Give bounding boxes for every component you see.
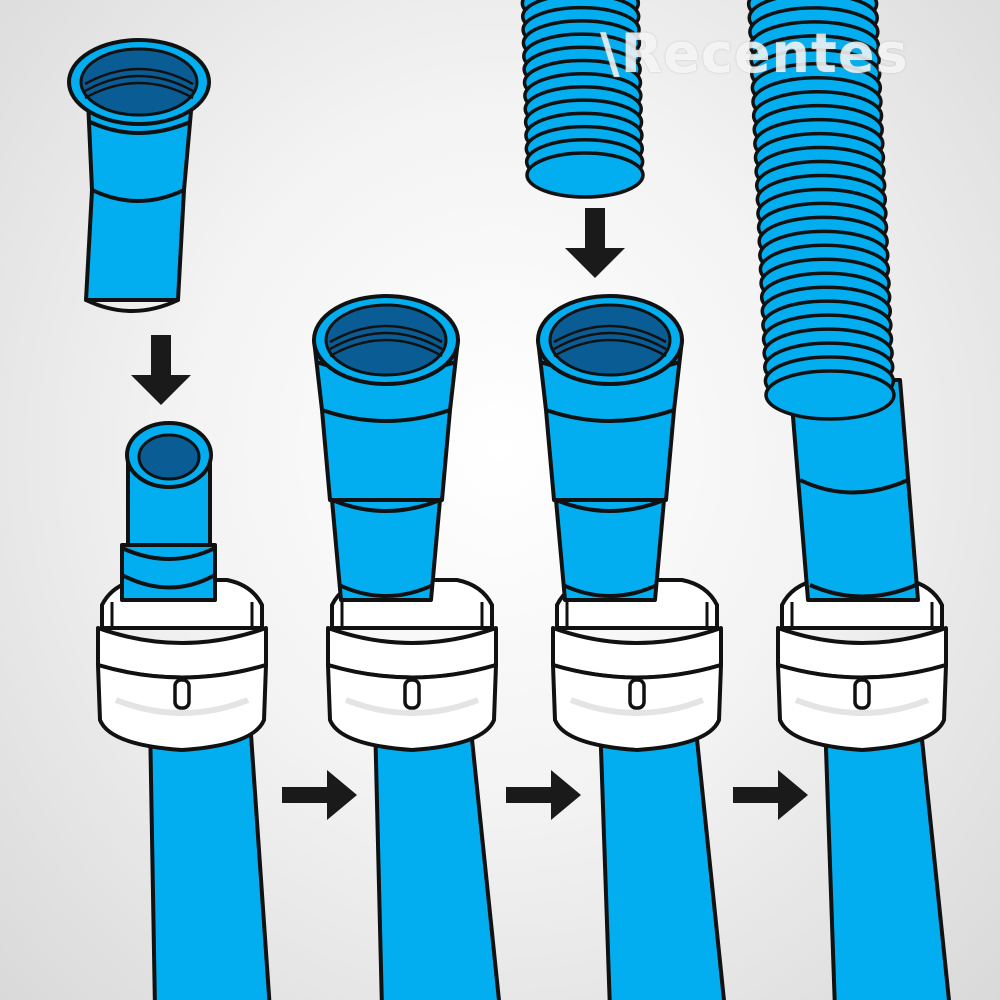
grip-rib	[853, 678, 871, 710]
hose-pipe	[373, 718, 501, 1000]
down-arrow	[565, 208, 625, 278]
step-2-panel	[312, 294, 501, 1000]
right-arrow	[733, 770, 808, 820]
coupling-nut	[96, 578, 268, 752]
corrugated-hose	[746, 0, 896, 421]
corrugation-ring	[764, 369, 896, 421]
loose-adapter	[67, 38, 211, 313]
right-arrow	[506, 770, 581, 820]
pipe-tube	[554, 498, 666, 602]
step-1-panel	[67, 38, 272, 1000]
pipe-socket	[788, 378, 920, 602]
pipe-tube	[330, 498, 442, 602]
corrugation-ring	[525, 151, 645, 199]
step-4-panel	[746, 0, 951, 1000]
grip-rib	[173, 678, 191, 710]
right-arrow	[282, 770, 357, 820]
step-3-panel	[520, 0, 726, 1000]
pipe-opening	[137, 433, 201, 481]
grip-rib	[628, 678, 646, 710]
coupling-nut	[551, 578, 723, 752]
corrugated-hose	[520, 0, 645, 199]
coupling-nut	[776, 578, 948, 752]
hose-pipe	[823, 718, 951, 1000]
coupling-nut	[326, 578, 498, 752]
hose-pipe	[148, 718, 272, 1000]
grip-rib	[403, 678, 421, 710]
hose-pipe	[598, 718, 726, 1000]
down-arrow	[131, 335, 191, 405]
watermark-text: \Recentes	[600, 22, 909, 85]
